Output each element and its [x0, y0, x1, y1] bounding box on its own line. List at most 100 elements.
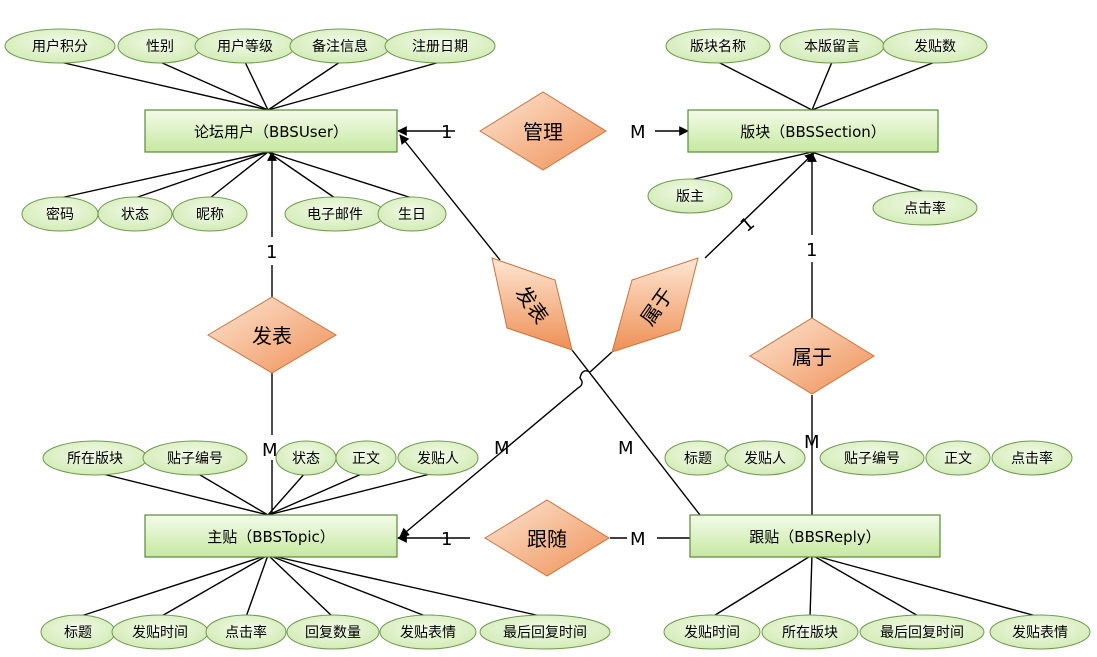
entity-section-box	[687, 109, 939, 153]
entity-topic-box	[144, 514, 398, 558]
attribute[interactable]: 版块名称	[665, 28, 771, 64]
relationship-topic-belongs[interactable]: 属于	[611, 257, 699, 353]
cardinality-reply-publish-reply: M	[618, 438, 634, 459]
attribute[interactable]: 标题	[40, 614, 116, 650]
attribute-label: 点击率	[904, 200, 946, 217]
relationship-reply-belongs[interactable]: 属于	[749, 317, 875, 395]
attribute[interactable]: 发贴人	[397, 440, 479, 476]
attribute-label: 电子邮件	[307, 207, 363, 223]
connector-lines	[59, 61, 1041, 618]
relationship-follow[interactable]: 跟随	[484, 499, 610, 577]
attribute-label: 发贴人	[744, 451, 786, 467]
attribute-label: 正文	[352, 451, 380, 467]
entity-user-box	[144, 109, 398, 153]
attribute[interactable]: 密码	[21, 196, 99, 232]
attribute-label: 本版留言	[804, 39, 860, 55]
attribute[interactable]: 本版留言	[779, 28, 885, 64]
entity-section[interactable]: 版块（BBSSection）	[687, 109, 939, 153]
cardinality-manage-user: 1	[441, 122, 452, 143]
attribute[interactable]: 点击率	[991, 440, 1073, 476]
relationship-publish-reply[interactable]: 发表	[491, 257, 573, 351]
attribute-label: 点击率	[1011, 450, 1053, 467]
attribute-label: 发贴时间	[684, 625, 740, 641]
attribute[interactable]: 最后回复时间	[479, 614, 611, 650]
entity-reply-label: 跟贴（BBSReply）	[749, 528, 880, 546]
cardinality-reply-belongs-reply: M	[804, 432, 820, 453]
attribute-label: 发贴表情	[1012, 625, 1068, 641]
attribute[interactable]: 状态	[97, 196, 173, 232]
attribute[interactable]: 点击率	[205, 614, 287, 650]
relationship-manage-label: 管理	[523, 120, 563, 144]
attribute-label: 正文	[944, 451, 972, 467]
attribute[interactable]: 生日	[377, 196, 447, 232]
attribute[interactable]: 状态	[275, 440, 337, 476]
attribute[interactable]: 所在版块	[761, 614, 859, 650]
attribute-label: 贴子编号	[167, 451, 223, 467]
entity-topic[interactable]: 主贴（BBSTopic）	[144, 514, 398, 558]
attribute-label: 性别	[146, 39, 174, 55]
attribute-label: 用户等级	[217, 38, 273, 55]
attribute-label: 回复数量	[305, 624, 361, 641]
cardinality-topic-belongs-topic: M	[494, 438, 510, 459]
attribute-label: 版主	[676, 189, 704, 205]
attributes: 用户积分 性别 用户等级 备注信息 注册日期 密码 状态 昵称 电子邮件 生日 …	[4, 28, 1091, 650]
attribute[interactable]: 性别	[117, 28, 203, 64]
attribute[interactable]: 注册日期	[384, 28, 496, 64]
attribute-label: 备注信息	[312, 38, 368, 55]
entity-topic-label: 主贴（BBSTopic）	[207, 528, 335, 546]
cardinality-publish-topic-user: 1	[266, 242, 277, 263]
attribute-label: 生日	[398, 207, 426, 223]
entity-reply-box	[689, 514, 941, 558]
attribute[interactable]: 最后回复时间	[859, 614, 985, 650]
attribute[interactable]: 发贴数	[882, 28, 988, 64]
attribute[interactable]: 发贴人	[724, 440, 806, 476]
attribute[interactable]: 版主	[647, 178, 733, 214]
attribute-label: 标题	[684, 451, 712, 467]
attribute-label: 状态	[121, 207, 149, 223]
attribute-label: 最后回复时间	[880, 624, 964, 641]
attribute-label: 发贴人	[417, 451, 459, 467]
cardinality-topic-belongs-section: 1	[737, 213, 759, 236]
entity-reply[interactable]: 跟贴（BBSReply）	[689, 514, 941, 558]
attribute-label: 昵称	[196, 207, 224, 223]
attribute[interactable]: 标题	[664, 440, 732, 476]
attribute-label: 贴子编号	[844, 451, 900, 467]
attribute[interactable]: 备注信息	[289, 28, 391, 64]
attribute-label: 发贴数	[914, 39, 956, 55]
attribute-label: 状态	[292, 451, 320, 467]
attribute[interactable]: 用户等级	[194, 28, 296, 64]
relationship-manage[interactable]: 管理	[479, 91, 607, 171]
entity-user-label: 论坛用户（BBSUser）	[194, 123, 348, 141]
relationship-reply-belongs-label: 属于	[792, 345, 832, 369]
attribute[interactable]: 回复数量	[286, 614, 380, 650]
attribute[interactable]: 所在版块	[42, 440, 148, 476]
attribute[interactable]: 用户积分	[4, 28, 116, 64]
attribute[interactable]: 点击率	[872, 190, 978, 226]
attribute[interactable]: 电子邮件	[284, 196, 386, 232]
cardinality-reply-belongs-section: 1	[806, 240, 817, 261]
attribute[interactable]: 昵称	[172, 196, 248, 232]
attribute[interactable]: 发贴表情	[379, 614, 477, 650]
attribute-label: 版块名称	[690, 39, 746, 55]
relationship-follow-label: 跟随	[527, 527, 567, 551]
relationship-publish-topic-label: 发表	[252, 324, 292, 348]
entity-section-label: 版块（BBSSection）	[740, 123, 886, 141]
attribute-label: 标题	[64, 625, 92, 641]
entity-user[interactable]: 论坛用户（BBSUser）	[144, 109, 398, 153]
attribute[interactable]: 正文	[335, 440, 397, 476]
attribute[interactable]: 发贴时间	[663, 614, 761, 650]
cardinality-follow-topic: 1	[441, 529, 452, 550]
attribute[interactable]: 发贴时间	[111, 614, 209, 650]
attribute-label: 密码	[46, 206, 74, 223]
attribute[interactable]: 发贴表情	[989, 614, 1091, 650]
attribute[interactable]: 正文	[925, 440, 991, 476]
attribute[interactable]: 贴子编号	[142, 440, 248, 476]
attribute[interactable]: 贴子编号	[819, 440, 925, 476]
attribute-label: 所在版块	[782, 625, 838, 641]
attribute-label: 最后回复时间	[503, 624, 587, 641]
attribute-label: 发贴时间	[132, 625, 188, 641]
relationship-publish-topic[interactable]: 发表	[207, 296, 337, 374]
attribute-label: 所在版块	[67, 451, 123, 467]
attribute-label: 发贴表情	[400, 625, 456, 641]
